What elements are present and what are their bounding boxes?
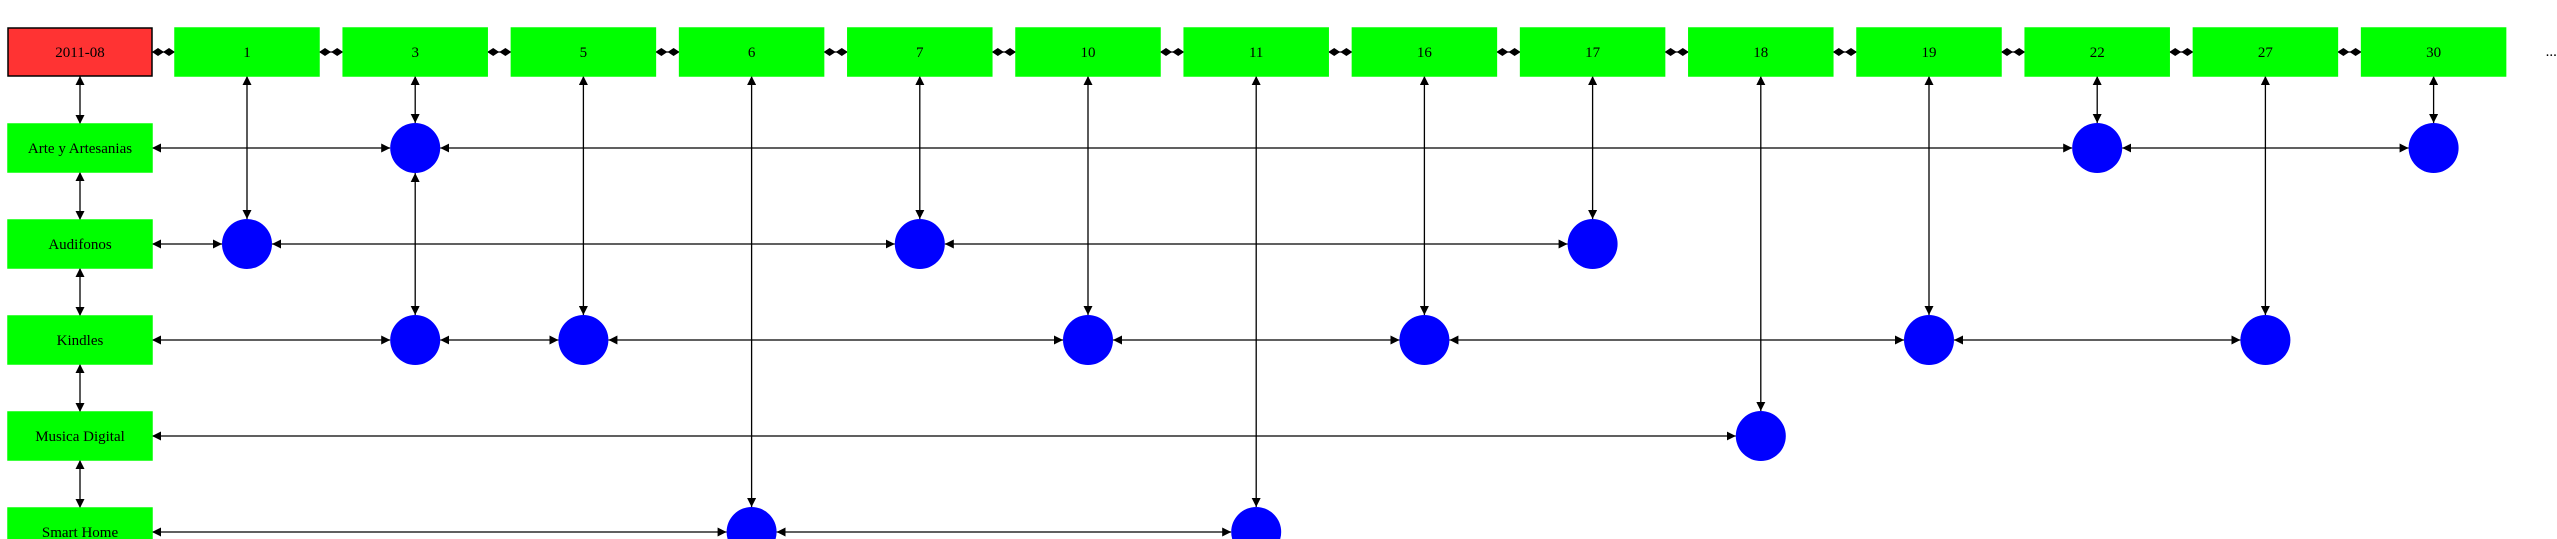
day-node-18: 18 xyxy=(1688,27,1834,77)
category-node-musica-digital-label: Musica Digital xyxy=(35,429,125,445)
category-node-smart-home-box xyxy=(7,507,153,539)
day-node-17-box xyxy=(1519,27,1666,77)
day-node-18-label: 18 xyxy=(1753,45,1768,61)
day-node-16-box xyxy=(1351,27,1498,77)
day-node-16-label: 16 xyxy=(1417,45,1433,61)
event-dot-kindles-19 xyxy=(1904,315,1954,365)
day-node-11-box xyxy=(1183,27,1329,77)
day-node-6-box xyxy=(678,27,825,77)
day-node-19-box xyxy=(1856,27,2002,77)
day-node-16: 16 xyxy=(1351,27,1498,77)
day-node-7: 7 xyxy=(847,27,993,77)
day-node-22-box xyxy=(2024,27,2170,77)
day-node-1-label: 1 xyxy=(243,45,251,61)
day-node-30-box xyxy=(2360,27,2507,77)
event-dot-arte-y-artesanias-30 xyxy=(2408,123,2459,173)
day-node-27-box xyxy=(2192,27,2339,77)
category-node-audifonos: Audifonos xyxy=(7,219,153,269)
day-node-19: 19 xyxy=(1856,27,2002,77)
day-node-1-box xyxy=(174,27,320,77)
event-dot-kindles-5 xyxy=(558,315,609,365)
event-dot-kindles-16 xyxy=(1399,315,1450,365)
category-node-kindles: Kindles xyxy=(7,315,153,365)
day-node-10: 10 xyxy=(1015,27,1161,77)
day-node-27: 27 xyxy=(2192,27,2339,77)
day-node-30: 30 xyxy=(2360,27,2507,77)
event-dot-kindles-10 xyxy=(1063,315,1113,365)
event-dot-musica-digital-18 xyxy=(1735,411,1786,461)
category-node-kindles-box xyxy=(7,315,153,365)
day-node-5: 5 xyxy=(510,27,657,77)
event-dot-smart-home-11 xyxy=(1231,507,1282,539)
day-node-10-box xyxy=(1015,27,1161,77)
category-node-arte-y-artesanias: Arte y Artesanias xyxy=(7,123,153,173)
day-node-22: 22 xyxy=(2024,27,2170,77)
ellipsis: ... xyxy=(2546,44,2557,60)
day-node-18-box xyxy=(1688,27,1834,77)
category-node-arte-y-artesanias-label: Arte y Artesanias xyxy=(28,141,132,157)
day-node-6: 6 xyxy=(678,27,825,77)
day-node-3-label: 3 xyxy=(411,45,419,61)
event-dot-audifonos-1 xyxy=(222,219,272,269)
category-node-smart-home-label: Smart Home xyxy=(42,525,119,539)
day-node-7-label: 7 xyxy=(916,45,924,61)
day-node-17: 17 xyxy=(1519,27,1666,77)
day-node-3-box xyxy=(342,27,488,77)
day-node-17-label: 17 xyxy=(1585,45,1601,61)
event-dot-audifonos-17 xyxy=(1567,219,1618,269)
event-dot-kindles-3 xyxy=(390,315,441,365)
category-node-audifonos-box xyxy=(7,219,153,269)
header-node-box xyxy=(7,27,153,77)
day-node-5-box xyxy=(510,27,657,77)
event-dot-audifonos-7 xyxy=(894,219,945,269)
day-node-6-label: 6 xyxy=(748,45,756,61)
day-node-19-label: 19 xyxy=(1922,45,1937,61)
event-dot-arte-y-artesanias-22 xyxy=(2072,123,2123,173)
category-node-musica-digital-box xyxy=(7,411,153,461)
edges-layer xyxy=(75,48,2439,537)
category-node-audifonos-label: Audifonos xyxy=(48,237,111,253)
category-node-musica-digital: Musica Digital xyxy=(7,411,153,461)
day-node-10-label: 10 xyxy=(1081,45,1096,61)
category-node-smart-home: Smart Home xyxy=(7,507,153,539)
day-node-30-label: 30 xyxy=(2426,45,2441,61)
event-dot-arte-y-artesanias-3 xyxy=(390,123,441,173)
category-node-kindles-label: Kindles xyxy=(57,333,104,349)
day-node-3: 3 xyxy=(342,27,488,77)
day-node-1: 1 xyxy=(174,27,320,77)
day-node-27-label: 27 xyxy=(2258,45,2274,61)
day-node-11: 11 xyxy=(1183,27,1329,77)
day-node-7-box xyxy=(847,27,993,77)
day-node-11-label: 11 xyxy=(1249,45,1263,61)
header-node-label: 2011-08 xyxy=(55,45,104,61)
event-dot-kindles-27 xyxy=(2240,315,2291,365)
day-node-22-label: 22 xyxy=(2090,45,2105,61)
day-node-5-label: 5 xyxy=(580,45,588,61)
event-dot-smart-home-6 xyxy=(726,507,777,539)
header-node: 2011-08 xyxy=(7,27,153,77)
category-node-arte-y-artesanias-box xyxy=(7,123,153,173)
